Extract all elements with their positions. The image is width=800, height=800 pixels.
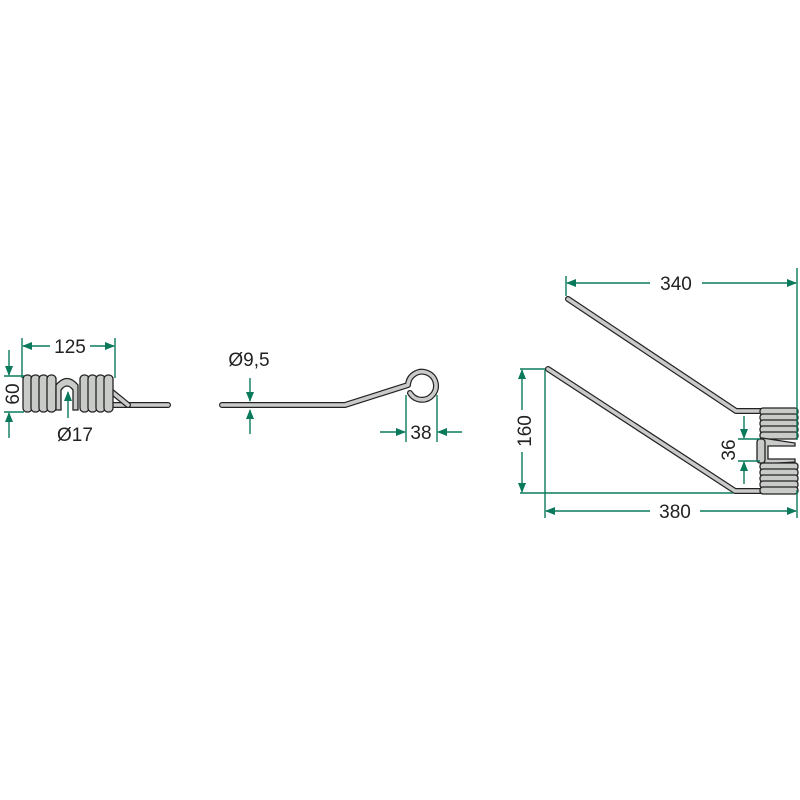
eye-loop xyxy=(55,377,79,411)
dim-coil-gap-36: 36 xyxy=(719,439,740,460)
rod-view: Ø9,5 38 xyxy=(219,350,462,444)
dim-wire-diameter: Ø9,5 xyxy=(228,350,269,371)
coil-connector xyxy=(761,437,796,465)
dim-upper-length-340: 340 xyxy=(660,274,692,295)
lower-coil xyxy=(759,462,799,495)
coil-right xyxy=(79,374,114,413)
upper-coil xyxy=(759,407,799,440)
coil-left xyxy=(22,374,57,413)
dim-eye-offset-38: 38 xyxy=(410,423,431,444)
dim-overall-length-380: 380 xyxy=(659,502,691,523)
dim-height-60: 60 xyxy=(3,383,24,404)
dim-height-160: 160 xyxy=(515,415,536,447)
side-view: 125 60 Ø17 xyxy=(3,337,171,446)
upper-tine xyxy=(565,296,793,414)
coil-eye xyxy=(756,438,766,464)
lower-tine xyxy=(545,366,796,494)
front-view: 340 380 160 36 xyxy=(515,268,799,523)
rod-with-eye xyxy=(219,368,439,408)
dim-eye-diameter: Ø17 xyxy=(57,425,93,446)
dim-length-125: 125 xyxy=(54,337,86,358)
